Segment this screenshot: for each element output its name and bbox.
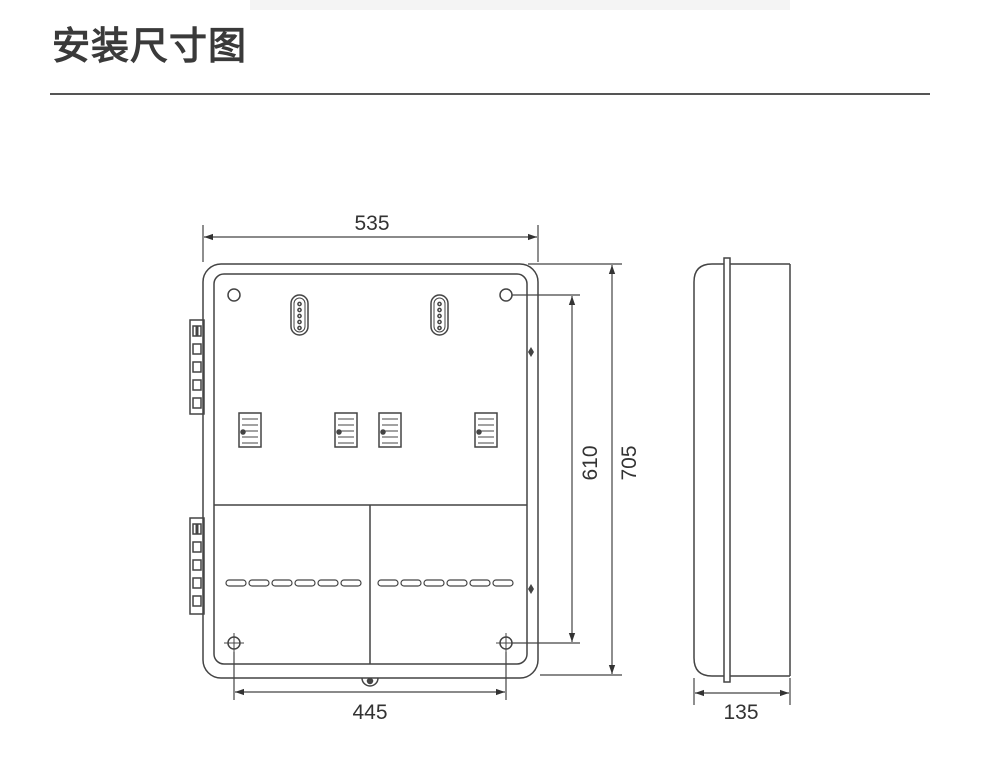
side-clip-upper xyxy=(528,347,534,357)
label-mount-height: 610 xyxy=(579,445,602,480)
side-body xyxy=(693,263,724,677)
label-mount-width: 445 xyxy=(352,701,387,724)
side-lid xyxy=(723,257,731,683)
terminal-block-2 xyxy=(334,412,358,448)
label-depth: 135 xyxy=(723,701,758,724)
side-view xyxy=(693,257,791,683)
label-front-width: 535 xyxy=(354,212,389,235)
breaker-slots-right xyxy=(377,579,514,587)
mount-hole-top-left xyxy=(227,288,241,302)
page-title: 安装尺寸图 xyxy=(52,24,248,68)
breaker-slots-left xyxy=(225,579,362,587)
terminal-block-1 xyxy=(238,412,262,448)
terminal-block-3 xyxy=(378,412,402,448)
hinge-lower xyxy=(189,517,205,615)
meter-window-left xyxy=(290,294,309,336)
label-overall-height: 705 xyxy=(618,445,641,480)
meter-window-right xyxy=(430,294,449,336)
top-decor-bar xyxy=(250,0,790,10)
terminal-block-4 xyxy=(474,412,498,448)
title-divider xyxy=(50,93,930,95)
mount-hole-bottom-left xyxy=(224,633,244,653)
lock-latch xyxy=(361,677,379,687)
side-clip-lower xyxy=(528,584,534,594)
mount-hole-top-right xyxy=(499,288,513,302)
dimension-lines xyxy=(202,225,791,705)
front-view xyxy=(189,263,539,687)
hinge-upper xyxy=(189,319,205,415)
